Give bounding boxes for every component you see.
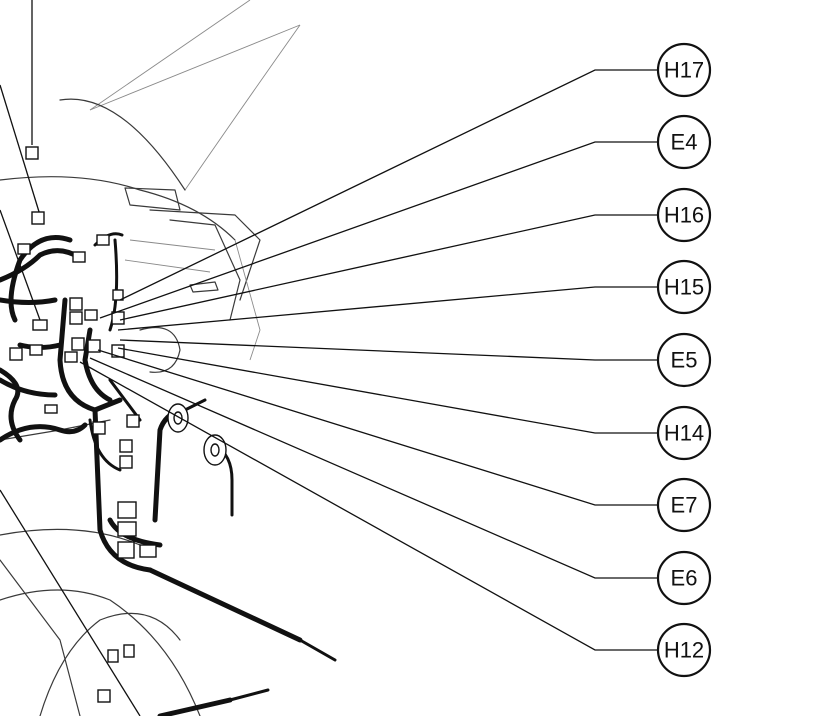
callout-h14: H14	[656, 405, 712, 461]
callout-leaders	[79, 69, 658, 651]
callout-h16: H16	[656, 187, 712, 243]
callout-label-e6: E6	[671, 566, 698, 591]
dashboard-line-art	[0, 0, 301, 716]
callout-label-h16: H16	[664, 203, 704, 228]
callout-label-h17: H17	[664, 58, 704, 83]
callout-label-h15: H15	[664, 275, 704, 300]
callout-label-e5: E5	[671, 348, 698, 373]
wire-harness	[0, 232, 337, 716]
callout-h12: H12	[656, 622, 712, 678]
callout-e7: E7	[656, 477, 712, 533]
callout-e5: E5	[656, 332, 712, 388]
callout-label-h12: H12	[664, 638, 704, 663]
callout-label-e4: E4	[671, 130, 698, 155]
callout-label-h14: H14	[664, 421, 704, 446]
callout-h15: H15	[656, 259, 712, 315]
callout-e6: E6	[656, 550, 712, 606]
callout-e4: E4	[656, 114, 712, 170]
callout-h17: H17	[656, 42, 712, 98]
connectors	[9, 146, 157, 703]
callout-bubbles: H17 E4 H16 H15 E5 H14 E7 E6	[656, 42, 712, 678]
callout-label-e7: E7	[671, 493, 698, 518]
grommets	[167, 403, 227, 466]
